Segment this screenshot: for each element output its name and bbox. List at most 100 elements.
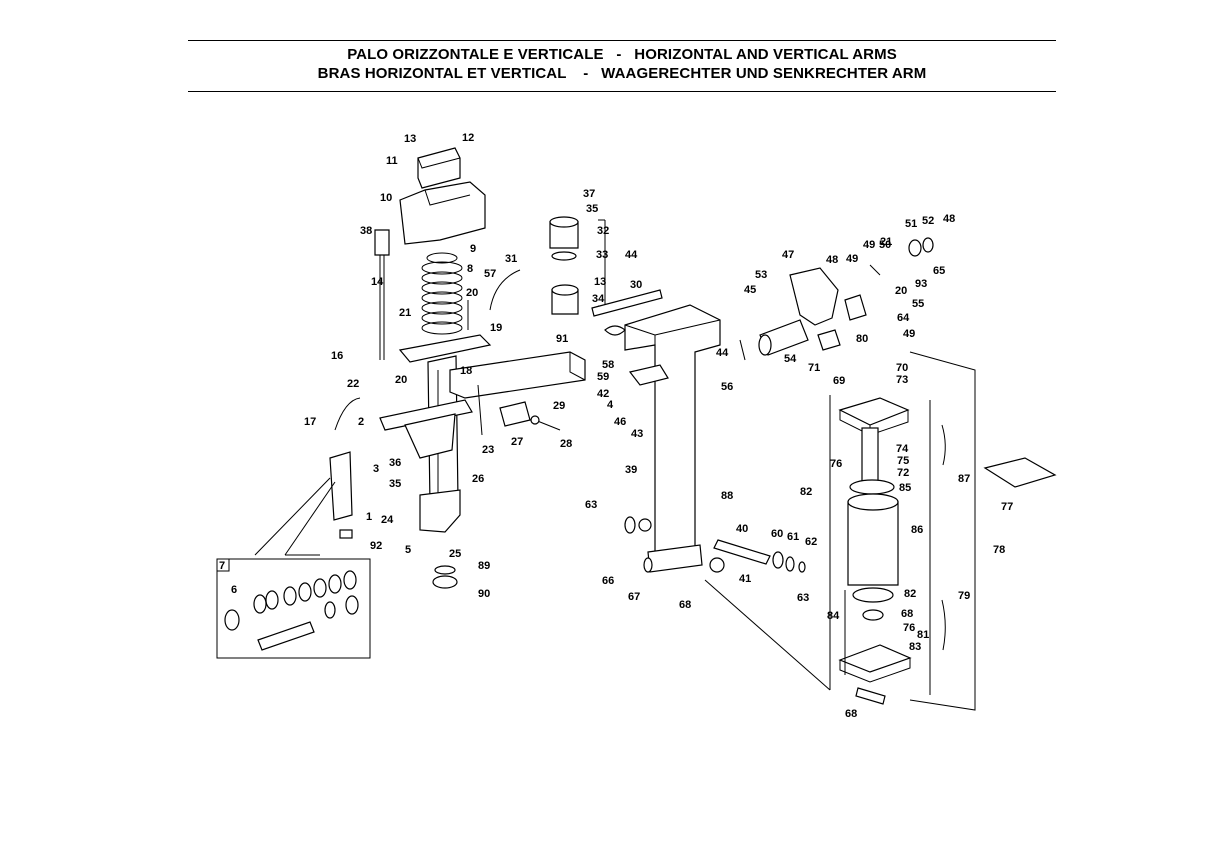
callout-43: 43: [631, 428, 643, 440]
callout-16: 16: [331, 350, 343, 362]
callout-38: 38: [360, 225, 372, 237]
callout-34: 34: [592, 293, 605, 305]
callout-28: 28: [560, 438, 572, 450]
callout-62: 62: [805, 536, 817, 548]
callout-56: 56: [721, 381, 733, 393]
callout-73: 73: [896, 374, 908, 386]
callout-49: 49: [863, 239, 875, 251]
callout-25: 25: [449, 548, 461, 560]
callout-93: 93: [915, 278, 927, 290]
callout-47: 47: [782, 249, 794, 261]
callout-14: 14: [371, 276, 384, 288]
right-bracket-cluster: [739, 237, 934, 361]
callout-75: 75: [897, 455, 909, 467]
callout-61: 61: [787, 531, 799, 543]
callout-18: 18: [460, 365, 472, 377]
callout-29: 29: [553, 400, 565, 412]
callout-69: 69: [833, 375, 845, 387]
callout-35: 35: [389, 478, 401, 490]
callout-20: 20: [395, 374, 407, 386]
callout-39: 39: [625, 464, 637, 476]
callout-66: 66: [602, 575, 614, 587]
callout-85: 85: [899, 482, 911, 494]
callout-22: 22: [347, 378, 359, 390]
callout-37: 37: [583, 188, 595, 200]
callout-60: 60: [771, 528, 783, 540]
callout-63: 63: [585, 499, 597, 511]
callout-90: 90: [478, 588, 490, 600]
callout-70: 70: [896, 362, 908, 374]
callout-48: 48: [943, 213, 955, 225]
callout-82: 82: [800, 486, 812, 498]
callout-10: 10: [380, 192, 392, 204]
page-header: PALO ORIZZONTALE E VERTICALE - HORIZONTA…: [188, 40, 1056, 92]
callout-5: 5: [405, 544, 411, 556]
callout-81: 81: [917, 629, 929, 641]
callout-92: 92: [370, 540, 382, 552]
callout-67: 67: [628, 591, 640, 603]
callout-9: 9: [470, 243, 476, 255]
callout-49: 49: [903, 328, 915, 340]
callout-82: 82: [904, 588, 916, 600]
callout-41: 41: [739, 573, 751, 585]
callout-74: 74: [896, 443, 909, 455]
callout-27: 27: [511, 436, 523, 448]
vertical-frame: [604, 304, 831, 691]
callout-76: 76: [903, 622, 915, 634]
callout-31: 31: [505, 253, 517, 265]
callout-8: 8: [467, 263, 473, 275]
callout-54: 54: [784, 353, 797, 365]
callout-23: 23: [482, 444, 494, 456]
callout-53: 53: [755, 269, 767, 281]
callout-35: 35: [586, 203, 598, 215]
callout-20: 20: [895, 285, 907, 297]
callout-68: 68: [845, 708, 857, 720]
title-line-2: BRAS HORIZONTAL ET VERTICAL - WAAGERECHT…: [317, 65, 927, 82]
callout-26: 26: [472, 473, 484, 485]
callout-19: 19: [490, 322, 502, 334]
callout-12: 12: [462, 132, 474, 144]
callout-20: 20: [466, 287, 478, 299]
callout-21: 21: [880, 236, 892, 248]
callout-49: 49: [846, 253, 858, 265]
callout-71: 71: [808, 362, 820, 374]
valve-cup-assembly: [489, 216, 663, 317]
callout-44: 44: [625, 249, 638, 261]
callout-32: 32: [597, 225, 609, 237]
callout-77: 77: [1001, 501, 1013, 513]
callout-58: 58: [602, 359, 614, 371]
callout-57: 57: [484, 268, 496, 280]
callout-89: 89: [478, 560, 490, 572]
callout-64: 64: [897, 312, 910, 324]
callout-59: 59: [597, 371, 609, 383]
callout-17: 17: [304, 416, 316, 428]
callout-42: 42: [597, 388, 609, 400]
callout-36: 36: [389, 457, 401, 469]
callout-33: 33: [596, 249, 608, 261]
callout-84: 84: [827, 610, 840, 622]
callout-21: 21: [399, 307, 411, 319]
callout-76: 76: [830, 458, 842, 470]
inset-label: 7: [219, 560, 225, 572]
callout-79: 79: [958, 590, 970, 602]
callout-11: 11: [386, 155, 398, 167]
callout-46: 46: [614, 416, 626, 428]
callout-68: 68: [679, 599, 691, 611]
callout-91: 91: [556, 333, 568, 345]
callout-44: 44: [716, 347, 729, 359]
title-line-1: PALO ORIZZONTALE E VERTICALE - HORIZONTA…: [347, 46, 897, 63]
callout-50: 50: [879, 239, 891, 251]
callout-55: 55: [912, 298, 924, 310]
callout-65: 65: [933, 265, 945, 277]
callout-13: 13: [594, 276, 606, 288]
callout-51: 51: [905, 218, 917, 230]
inset-detail-7: [216, 558, 371, 659]
callout-3: 3: [373, 463, 379, 475]
callout-80: 80: [856, 333, 868, 345]
callout-78: 78: [993, 544, 1005, 556]
callout-4: 4: [607, 399, 614, 411]
callout-72: 72: [897, 467, 909, 479]
filter-cylinder-assembly: [829, 351, 1057, 711]
callout-40: 40: [736, 523, 748, 535]
